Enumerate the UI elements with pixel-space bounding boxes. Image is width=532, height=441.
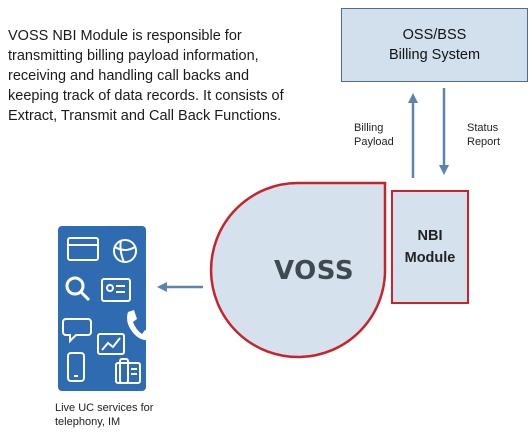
- voss-label: VOSS: [274, 256, 355, 286]
- uc-services-tile: [58, 226, 146, 391]
- nbi-module-box: NBI Module: [391, 190, 469, 304]
- oss-bss-billing-system-box: OSS/BSS Billing System: [341, 8, 528, 82]
- oss-box-line2: Billing System: [388, 47, 481, 63]
- services-label-line1: Live UC services for: [55, 402, 154, 414]
- search-icon: [65, 276, 91, 302]
- nbi-box-line1: NBI: [417, 228, 443, 244]
- window-icon: [67, 237, 99, 261]
- phone-icon: [127, 310, 146, 341]
- status-label-line2: Report: [467, 136, 501, 148]
- contact-card-icon: [101, 278, 131, 302]
- services-label-line2: telephony, IM: [55, 416, 121, 428]
- chart-icon: [97, 333, 125, 355]
- nbi-box-line2: Module: [404, 250, 456, 266]
- uc-services-label: Live UC services for telephony, IM: [55, 401, 195, 429]
- description-text: VOSS NBI Module is responsible for trans…: [8, 28, 284, 124]
- oss-box-line1: OSS/BSS: [402, 27, 467, 43]
- billing-label-line2: Payload: [354, 136, 394, 148]
- chat-icon: [62, 318, 92, 344]
- billing-payload-label: Billing Payload: [354, 121, 394, 149]
- mobile-phone-icon: [67, 352, 85, 382]
- billing-label-line1: Billing: [354, 122, 384, 134]
- status-report-label: Status Report: [467, 121, 500, 149]
- globe-icon: [113, 239, 137, 263]
- status-label-line1: Status: [467, 122, 499, 134]
- voss-shape: [209, 181, 387, 359]
- desk-phone-icon: [115, 358, 141, 384]
